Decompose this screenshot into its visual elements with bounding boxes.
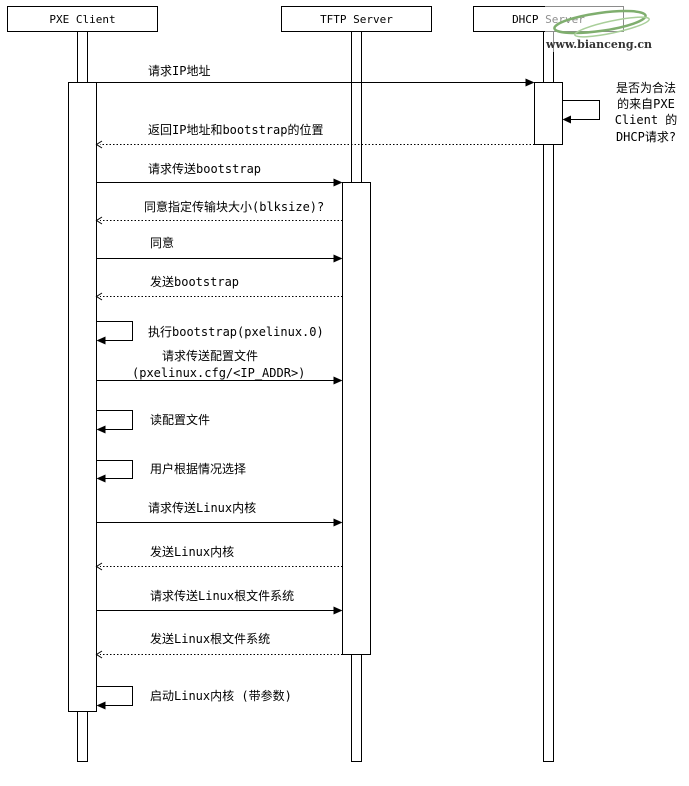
message-label: (pxelinux.cfg/<IP_ADDR>)	[132, 366, 305, 380]
message-label: 请求传送Linux内核	[148, 500, 256, 515]
note-line: 的来自PXE	[617, 96, 675, 111]
participant-label: PXE Client	[49, 13, 115, 26]
message-request-ip: 请求IP地址	[96, 64, 535, 87]
participant-box	[7, 6, 158, 32]
message-request-kernel: 请求传送Linux内核	[96, 500, 343, 527]
message-label: 发送Linux根文件系统	[150, 631, 270, 646]
message-read-config: 读配置文件	[96, 410, 210, 434]
message-label: 发送Linux内核	[150, 544, 234, 559]
watermark-text: www.bianceng.cn	[545, 38, 652, 51]
message-label: 用户根据情况选择	[150, 461, 246, 476]
message-request-rootfs: 请求传送Linux根文件系统	[96, 588, 343, 615]
note-line: Client 的	[615, 112, 678, 127]
participant-box	[281, 6, 432, 32]
message-request-config: 请求传送配置文件 (pxelinux.cfg/<IP_ADDR>)	[96, 348, 343, 385]
message-label: 返回IP地址和bootstrap的位置	[148, 122, 323, 137]
participant-tftp-server: TFTP Server	[281, 6, 432, 32]
message-request-bootstrap: 请求传送bootstrap	[96, 161, 343, 187]
message-label: 读配置文件	[150, 412, 210, 427]
participant-pxe-client: PXE Client	[7, 6, 158, 32]
message-user-select: 用户根据情况选择	[96, 460, 246, 483]
dhcp-self-check-arrow	[562, 100, 600, 124]
message-label: 发送bootstrap	[150, 274, 239, 289]
message-boot-kernel: 启动Linux内核 (带参数)	[96, 686, 292, 710]
message-label: 请求传送bootstrap	[148, 161, 261, 176]
watermark-swoosh	[553, 9, 647, 35]
message-send-kernel: 发送Linux内核	[95, 544, 343, 571]
activation-tftp-server	[342, 182, 371, 655]
message-agree: 同意	[96, 235, 343, 263]
dhcp-check-note: 是否为合法 的来自PXE Client 的 DHCP请求?	[615, 80, 678, 144]
participant-label: TFTP Server	[320, 13, 393, 26]
message-label: 同意	[150, 235, 174, 250]
message-send-bootstrap: 发送bootstrap	[95, 274, 343, 301]
activation-dhcp-server	[534, 82, 563, 145]
message-send-rootfs: 发送Linux根文件系统	[95, 631, 343, 659]
note-line: DHCP请求?	[616, 130, 676, 144]
activation-pxe-client	[68, 82, 97, 712]
message-label: 请求传送配置文件	[162, 348, 258, 363]
message-label: 请求IP地址	[148, 64, 210, 78]
message-label: 启动Linux内核 (带参数)	[150, 688, 292, 703]
message-label: 同意指定传输块大小(blksize)?	[144, 199, 324, 214]
watermark-swoosh	[574, 16, 650, 38]
message-return-ip: 返回IP地址和bootstrap的位置	[95, 122, 535, 149]
message-blksize-query: 同意指定传输块大小(blksize)?	[95, 199, 343, 225]
note-line: 是否为合法	[616, 80, 676, 95]
watermark: www.bianceng.cn	[545, 4, 685, 52]
message-label: 执行bootstrap(pxelinux.0)	[148, 325, 324, 339]
message-label: 请求传送Linux根文件系统	[150, 588, 294, 603]
message-run-bootstrap: 执行bootstrap(pxelinux.0)	[96, 321, 324, 345]
